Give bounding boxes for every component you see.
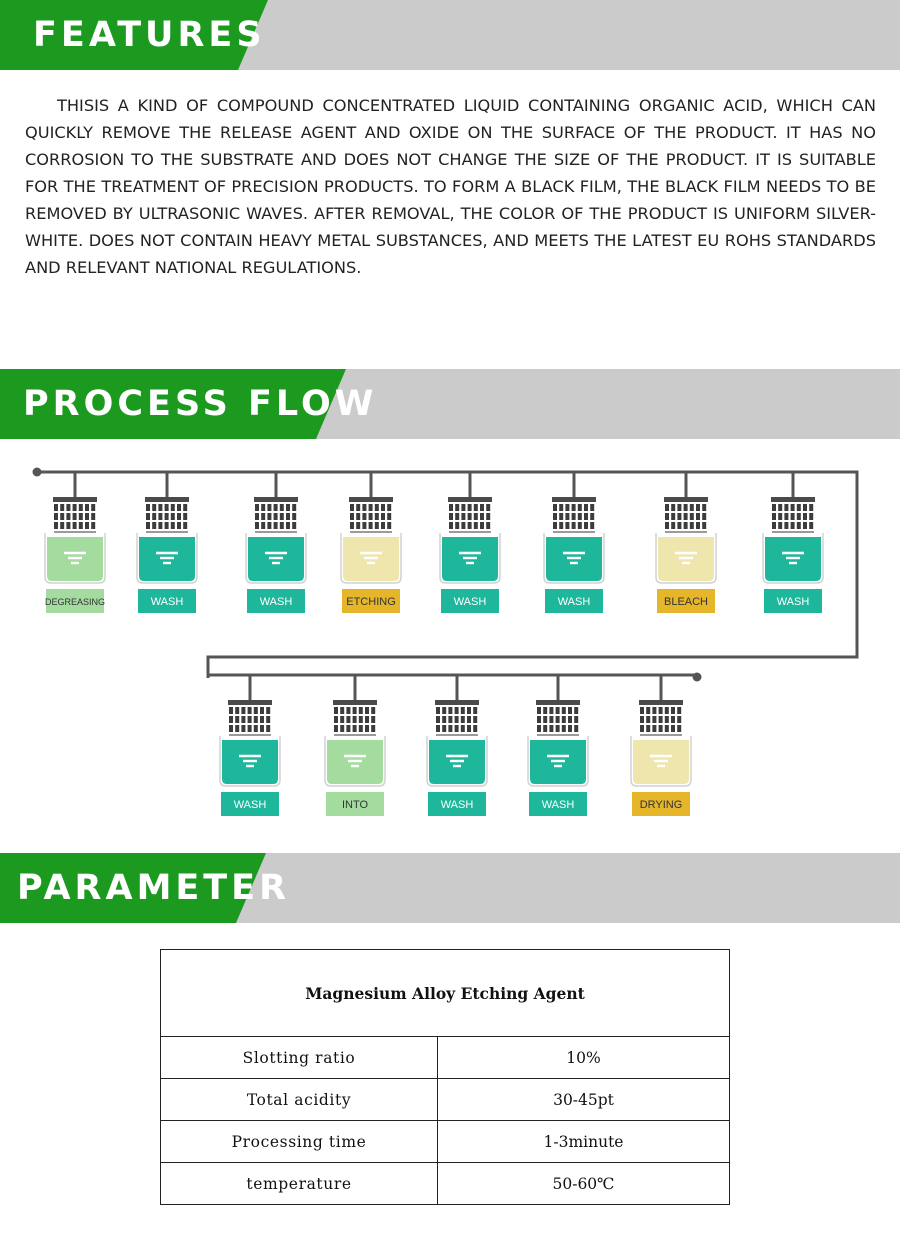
station-label: WASH — [542, 799, 575, 811]
station-tag — [545, 589, 603, 613]
param-value: 30-45pt — [437, 1078, 730, 1121]
station-tag — [247, 589, 305, 613]
station-label: ETCHING — [346, 596, 396, 608]
parameter-banner-green — [0, 853, 266, 923]
tank-icon — [527, 736, 589, 787]
param-name: Processing time — [160, 1120, 438, 1163]
param-value: 50-60℃ — [437, 1162, 730, 1205]
features-banner-green — [0, 0, 268, 70]
process-station: ETCHING — [340, 472, 402, 613]
tank-icon — [630, 736, 692, 787]
process-station: WASH — [245, 472, 307, 613]
parts-rack-icon — [536, 700, 580, 736]
parts-rack-icon — [349, 497, 393, 533]
process-station: WASH — [527, 675, 589, 816]
features-heading: FEATURES — [33, 15, 266, 55]
station-tag — [221, 792, 279, 816]
parameter-table-header-row: Magnesium Alloy Etching Agent — [160, 949, 730, 1037]
process-station: WASH — [439, 472, 501, 613]
process-station: WASH — [219, 675, 281, 816]
station-label: DRYING — [640, 799, 683, 811]
tank-icon — [219, 736, 281, 787]
conveyor-line — [37, 470, 859, 678]
process-station: WASH — [136, 472, 198, 613]
parts-rack-icon — [254, 497, 298, 533]
tank-icon — [439, 533, 501, 584]
conveyor-start-dot — [32, 467, 42, 477]
process-station: WASH — [762, 472, 824, 613]
process-station: DEGREASING — [44, 472, 106, 613]
parts-rack-icon — [435, 700, 479, 736]
process-flow-heading: PROCESS FLOW — [23, 384, 378, 424]
tank-icon — [340, 533, 402, 584]
station-label: WASH — [234, 799, 267, 811]
parameter-table: Magnesium Alloy Etching Agent Slotting r… — [160, 949, 730, 1205]
station-label: DEGREASING — [45, 597, 105, 607]
tank-icon — [136, 533, 198, 584]
station-tag — [138, 589, 196, 613]
tank-icon — [44, 533, 106, 584]
parts-rack-icon — [53, 497, 97, 533]
parameter-heading: PARAMETER — [17, 868, 291, 908]
process-station: BLEACH — [655, 472, 717, 613]
parts-rack-icon — [639, 700, 683, 736]
process-station: DRYING — [630, 675, 692, 816]
process-flow-banner: PROCESS FLOW — [0, 369, 900, 439]
parts-rack-icon — [771, 497, 815, 533]
station-label: WASH — [151, 596, 184, 608]
features-banner: FEATURES — [0, 0, 900, 70]
station-tag — [342, 589, 400, 613]
param-value: 10% — [437, 1036, 730, 1079]
process-station: WASH — [426, 675, 488, 816]
station-tag — [657, 589, 715, 613]
station-label: WASH — [260, 596, 293, 608]
station-tag — [632, 792, 690, 816]
tank-icon — [426, 736, 488, 787]
table-row: Processing time 1-3minute — [160, 1120, 730, 1163]
param-name: temperature — [160, 1162, 438, 1205]
parameter-banner: PARAMETER — [0, 853, 900, 923]
tank-icon — [655, 533, 717, 584]
station-label: WASH — [441, 799, 474, 811]
table-row: Slotting ratio 10% — [160, 1036, 730, 1079]
station-label: WASH — [558, 596, 591, 608]
table-row: temperature 50-60℃ — [160, 1162, 730, 1205]
process-station: WASH — [543, 472, 605, 613]
tank-icon — [245, 533, 307, 584]
parts-rack-icon — [228, 700, 272, 736]
station-label: WASH — [777, 596, 810, 608]
param-name: Slotting ratio — [160, 1036, 438, 1079]
param-name: Total acidity — [160, 1078, 438, 1121]
parts-rack-icon — [664, 497, 708, 533]
station-label: INTO — [342, 799, 369, 811]
tank-icon — [324, 736, 386, 787]
parts-rack-icon — [552, 497, 596, 533]
parameter-table-title: Magnesium Alloy Etching Agent — [160, 949, 730, 1037]
features-description: THISIS A KIND OF COMPOUND CONCENTRATED L… — [25, 96, 876, 277]
tank-icon — [543, 533, 605, 584]
process-station: INTO — [324, 675, 386, 816]
parts-rack-icon — [145, 497, 189, 533]
conveyor-end-dot — [692, 672, 702, 682]
station-tag — [441, 589, 499, 613]
table-row: Total acidity 30-45pt — [160, 1078, 730, 1121]
station-tag — [428, 792, 486, 816]
parts-rack-icon — [448, 497, 492, 533]
process-flow-banner-green — [0, 369, 346, 439]
station-tag — [46, 589, 104, 613]
station-tag — [326, 792, 384, 816]
process-flow-diagram: DEGREASING WASH WASH ETCHING WASH WASH BLEACH W… — [32, 467, 859, 816]
param-value: 1-3minute — [437, 1120, 730, 1163]
parts-rack-icon — [333, 700, 377, 736]
tank-icon — [762, 533, 824, 584]
station-tag — [529, 792, 587, 816]
station-label: BLEACH — [664, 596, 708, 608]
station-label: WASH — [454, 596, 487, 608]
station-tag — [764, 589, 822, 613]
